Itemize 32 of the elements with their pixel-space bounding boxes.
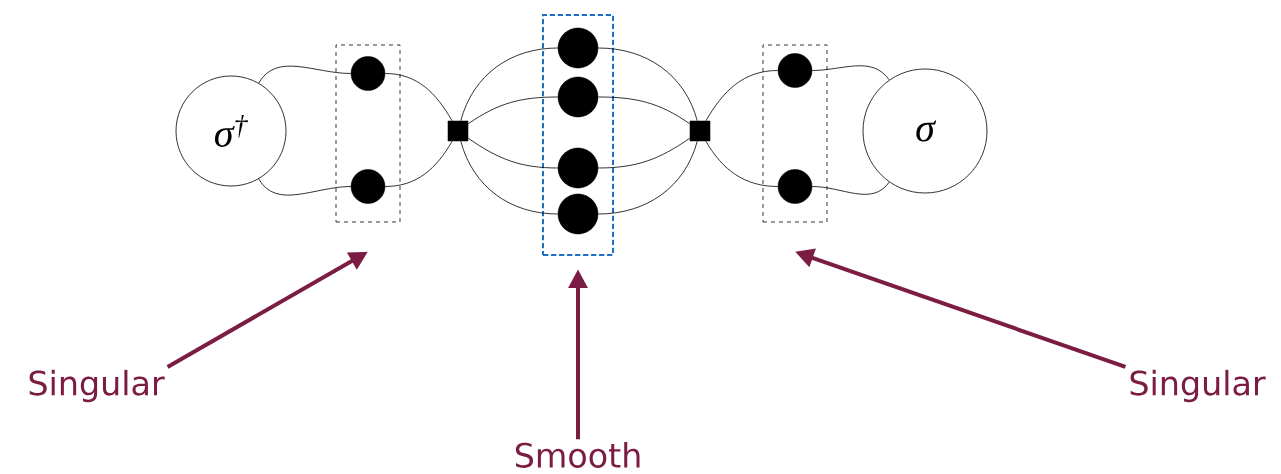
vertex-dot [350, 56, 386, 91]
vertex-square [689, 120, 711, 142]
vertex-dot [557, 147, 599, 189]
graph-line [705, 70, 779, 122]
graph-line [597, 140, 698, 215]
vertex-dot [557, 27, 599, 69]
graph-line [258, 178, 352, 196]
vertex-dot [557, 76, 599, 118]
graph-line [597, 137, 691, 169]
callout-label: Smooth [515, 442, 640, 468]
graph-line [460, 140, 559, 215]
graph-line [467, 96, 559, 125]
dashed-frame [762, 44, 828, 223]
graph-line [258, 65, 352, 84]
graph-line [597, 47, 698, 122]
graph-line [811, 65, 890, 81]
graph-line [460, 47, 559, 122]
vertex-dot [557, 193, 599, 235]
vertex-dot [777, 53, 813, 88]
dashed-frame [542, 14, 614, 256]
graph-line [705, 140, 779, 187]
vertex-dot [777, 169, 813, 204]
graph-line [597, 96, 691, 125]
dashed-frame [335, 44, 401, 223]
callout-label: Singular [29, 369, 165, 403]
graph-line [384, 140, 453, 187]
callout-label: Singular [1130, 369, 1266, 403]
graph-line [811, 181, 890, 195]
graph-line [384, 73, 453, 122]
vertex-square [447, 120, 469, 142]
graph-line [467, 137, 559, 169]
vertex-dot [350, 169, 386, 204]
